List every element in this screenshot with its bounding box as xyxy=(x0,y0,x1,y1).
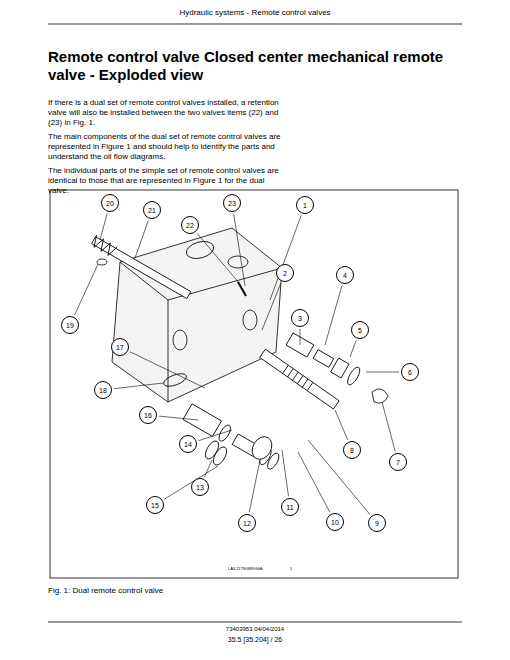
figure-number: 1 xyxy=(290,566,298,571)
washer-6 xyxy=(345,365,362,386)
callout-circle: 9 xyxy=(368,514,386,532)
callout-number: 4 xyxy=(343,272,347,279)
callout-circle: 14 xyxy=(179,435,197,453)
valve-body xyxy=(112,228,282,402)
leader-line xyxy=(130,352,205,388)
callout-number: 12 xyxy=(243,520,251,527)
callout-circle: 18 xyxy=(94,381,112,399)
callout-circle: 12 xyxy=(238,514,256,532)
leader-line xyxy=(114,383,163,389)
leader-line xyxy=(75,264,98,315)
callout-circle: 21 xyxy=(143,201,161,219)
callout-number: 5 xyxy=(358,327,362,334)
callout-number: 10 xyxy=(331,519,339,526)
callout-circle: 1 xyxy=(296,196,314,214)
callout-number: 18 xyxy=(99,387,107,394)
leader-line xyxy=(197,233,240,284)
callout-circle: 6 xyxy=(401,363,419,381)
paragraph: If there is a dual set of remote control… xyxy=(48,98,283,128)
footer-rule xyxy=(48,622,462,623)
callout-number: 22 xyxy=(186,222,194,229)
callout-number: 21 xyxy=(148,207,156,214)
callout-circle: 3 xyxy=(291,309,309,327)
callout-number: 17 xyxy=(116,344,124,351)
page-title: Remote control valve Closed center mecha… xyxy=(48,48,468,84)
callout-circle: 4 xyxy=(336,266,354,284)
bore xyxy=(243,310,257,330)
callout-number: 20 xyxy=(106,200,114,207)
bore xyxy=(173,330,187,350)
sleeve-16 xyxy=(183,404,221,437)
leader-line xyxy=(298,452,330,512)
paragraph: The main components of the dual set of r… xyxy=(48,132,283,162)
leader-line xyxy=(249,460,260,512)
callout-number: 8 xyxy=(350,447,354,454)
leader-line xyxy=(335,410,348,440)
callout-number: 19 xyxy=(66,322,74,329)
callout-number: 15 xyxy=(151,502,159,509)
leader-line xyxy=(204,460,212,477)
leader-line xyxy=(164,466,218,499)
spring-15 xyxy=(211,445,230,467)
leader-line xyxy=(282,450,288,496)
leader-line xyxy=(382,402,395,451)
leader-line xyxy=(159,416,198,420)
leader-line xyxy=(366,372,399,373)
header-rule xyxy=(48,24,462,25)
callout-number: 11 xyxy=(286,504,293,511)
gear-12 xyxy=(248,433,276,463)
spool-8 xyxy=(260,349,339,409)
callout-circle: 13 xyxy=(191,478,209,496)
paragraph: The individual parts of the simple set o… xyxy=(48,166,283,196)
callout-number: 2 xyxy=(283,270,287,277)
callout-number: 23 xyxy=(228,200,236,207)
clip-7 xyxy=(372,389,388,403)
callout-circle: 19 xyxy=(61,316,79,334)
page-number: 35.5 [35.204] / 26 xyxy=(0,636,510,645)
callout-number: 1 xyxy=(303,202,307,209)
callout-circle: 16 xyxy=(139,406,157,424)
callout-number: 13 xyxy=(196,484,204,491)
callout-circle: 17 xyxy=(111,338,129,356)
callout-number: 6 xyxy=(408,369,412,376)
callout-circle: 20 xyxy=(101,194,119,212)
nut-5 xyxy=(331,358,349,378)
callout-circle: 22 xyxy=(181,216,199,234)
leader-line xyxy=(270,215,301,300)
body-edge xyxy=(168,300,169,402)
ring-14 xyxy=(217,423,233,443)
callout-circle: 15 xyxy=(146,496,164,514)
leader-line xyxy=(100,214,107,240)
leader-line xyxy=(135,220,148,258)
callout-number: 16 xyxy=(144,412,152,419)
figure-caption: Fig. 1: Dual remote control valve xyxy=(48,586,163,595)
figure-frame xyxy=(50,190,458,578)
callout-circle: 10 xyxy=(326,513,344,531)
callout-circle: 7 xyxy=(389,453,407,471)
spring-20 xyxy=(91,235,118,257)
leader-line xyxy=(198,430,232,441)
seal-19 xyxy=(97,259,107,265)
page-header: Hydraulic systems - Remote control valve… xyxy=(0,8,510,18)
leader-line xyxy=(262,283,281,330)
leader-line xyxy=(308,440,370,515)
callout-number: 9 xyxy=(375,520,379,527)
callout-number: 3 xyxy=(298,315,302,322)
callout-circle: 11 xyxy=(281,498,299,516)
thread xyxy=(283,365,313,390)
doc-number: 73403953 04/04/2014 xyxy=(0,626,510,634)
leader-line xyxy=(300,329,301,345)
callout-circle: 5 xyxy=(351,321,369,339)
callout-circle: 8 xyxy=(343,441,361,459)
port xyxy=(228,256,248,268)
callout-number: 7 xyxy=(396,459,400,466)
leader-line xyxy=(325,286,342,345)
part-4 xyxy=(313,350,334,368)
callout-circle: 2 xyxy=(276,264,294,282)
image-code: LAIL11TS0889G6A xyxy=(228,566,288,571)
leader-line xyxy=(350,340,356,357)
leader-line xyxy=(234,214,245,286)
callout-number: 14 xyxy=(184,441,192,448)
callout-circle: 23 xyxy=(223,194,241,212)
